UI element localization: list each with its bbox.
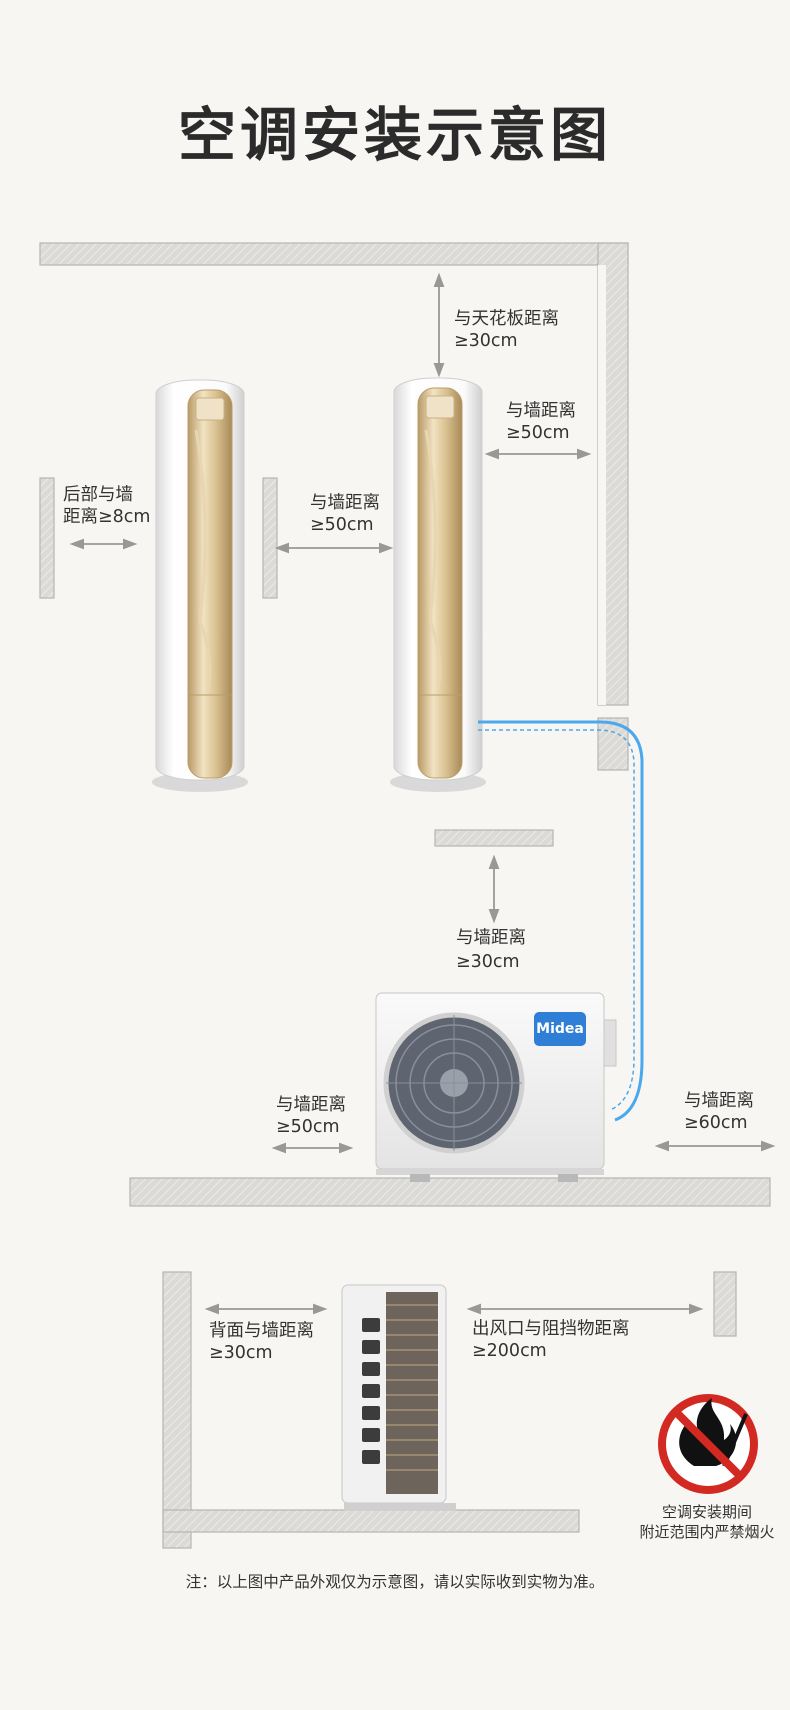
top-wall-label-1: 与墙距离 xyxy=(456,928,526,948)
outdoor-left-label-1: 与墙距离 xyxy=(276,1095,346,1115)
right-wall-inner xyxy=(598,265,606,705)
fire-caption-line-1: 空调安装期间 xyxy=(661,1503,752,1521)
back-wall-label-1: 背面与墙距离 xyxy=(209,1321,314,1341)
ceiling-label-1: 与天花板距离 xyxy=(454,309,559,329)
indoor-unit-right xyxy=(390,377,486,792)
rear-wall-label-1: 后部与墙 xyxy=(63,485,133,505)
side-wall-label-2: ≥50cm xyxy=(310,515,374,535)
brand-label: Midea xyxy=(536,1021,584,1037)
right-wall-label-1: 与墙距离 xyxy=(506,401,576,421)
indoor-unit-left xyxy=(152,379,248,792)
bottom-ground xyxy=(162,1509,580,1533)
outdoor-unit-side xyxy=(341,1284,456,1511)
outdoor-ground xyxy=(129,1177,771,1207)
back-wall-bottom xyxy=(162,1271,192,1549)
outlet-label-2: ≥200cm xyxy=(472,1341,547,1361)
ceiling-label-2: ≥30cm xyxy=(454,331,518,351)
midea-logo xyxy=(534,1012,586,1046)
dimension-arrows xyxy=(69,272,776,1315)
fire-caption-line-2: 附近范围内严禁烟火 xyxy=(639,1523,775,1541)
right-wall-label-2: ≥50cm xyxy=(506,423,570,443)
outdoor-left-label-2: ≥50cm xyxy=(276,1117,340,1137)
outlet-label-1: 出风口与阻挡物距离 xyxy=(472,1319,630,1339)
footnote: 注：以上图中产品外观仅为示意图，请以实际收到实物为准。 xyxy=(185,1573,605,1591)
fire-caption: 空调安装期间 附近范围内严禁烟火 xyxy=(622,1502,790,1542)
outdoor-right-label-2: ≥60cm xyxy=(684,1113,748,1133)
side-wall-label-1: 与墙距离 xyxy=(310,493,380,513)
top-obstacle-wall xyxy=(434,829,554,847)
no-fire-icon xyxy=(658,1394,758,1494)
refrigerant-pipe xyxy=(478,720,644,1122)
outdoor-right-label-1: 与墙距离 xyxy=(684,1091,754,1111)
ceiling-wall xyxy=(39,242,629,266)
top-wall-label-2: ≥30cm xyxy=(456,952,520,972)
rear-wall-segment xyxy=(39,477,55,599)
page-title: 空调安装示意图 xyxy=(177,101,612,169)
back-wall-label-2: ≥30cm xyxy=(209,1343,273,1363)
rear-wall-label-2: 距离≥8cm xyxy=(63,507,151,527)
side-wall-segment xyxy=(262,477,278,599)
outdoor-unit xyxy=(375,992,617,1182)
obstacle-wall xyxy=(713,1271,737,1337)
